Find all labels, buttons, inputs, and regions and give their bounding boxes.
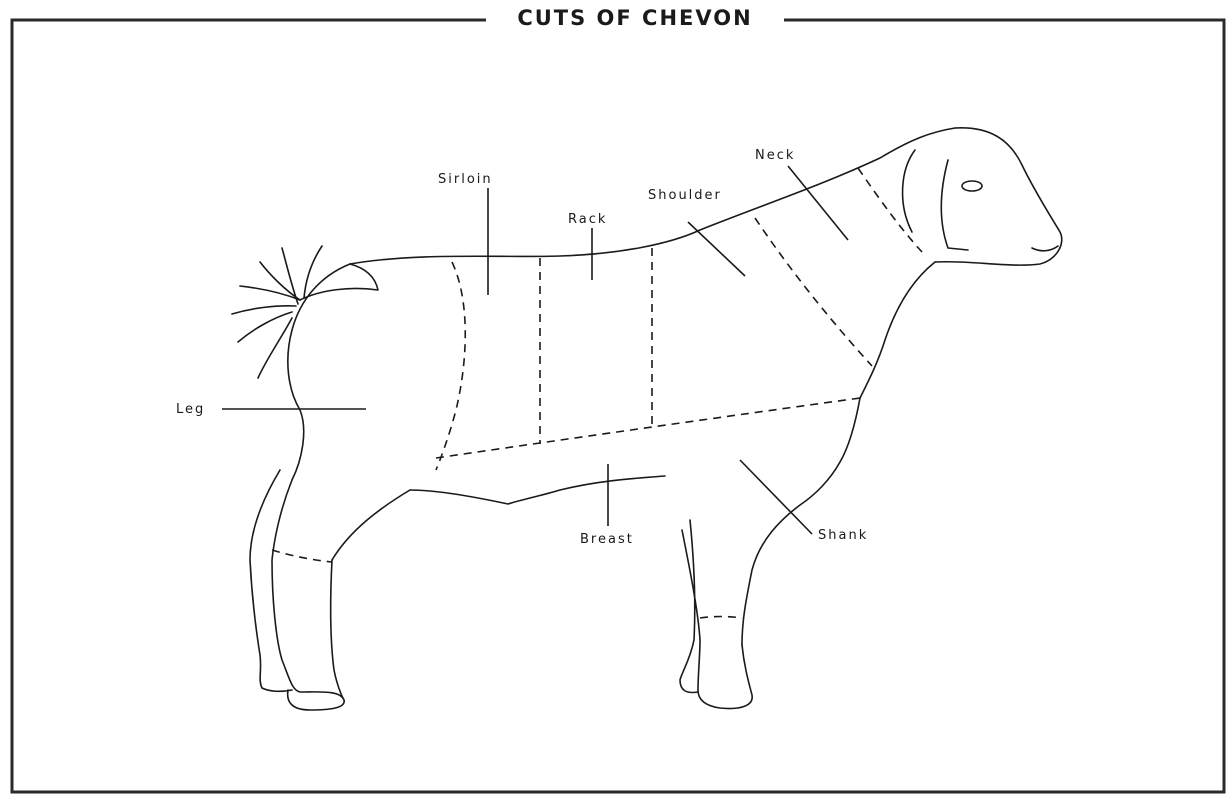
neck-leader xyxy=(788,166,848,240)
cut-lines xyxy=(272,168,922,618)
goat-outline xyxy=(232,128,1062,710)
label-sirloin: Sirloin xyxy=(438,172,493,187)
shank-leader xyxy=(740,460,812,534)
label-neck: Neck xyxy=(755,148,795,163)
label-shoulder: Shoulder xyxy=(648,188,722,203)
label-shank: Shank xyxy=(818,528,868,543)
diagram-title: CUTS OF CHEVON xyxy=(492,6,778,30)
leader-lines xyxy=(222,166,848,534)
shoulder-leader xyxy=(688,222,745,276)
label-leg: Leg xyxy=(176,402,205,417)
label-rack: Rack xyxy=(568,212,607,227)
label-breast: Breast xyxy=(580,532,634,547)
